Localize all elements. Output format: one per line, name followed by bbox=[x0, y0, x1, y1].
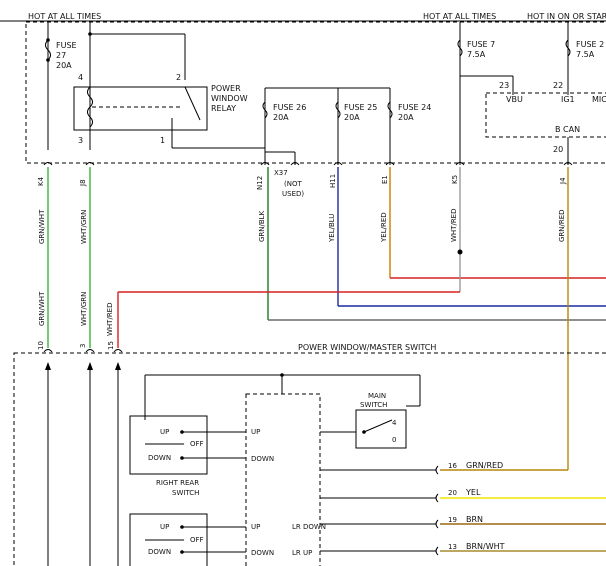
svg-text:20: 20 bbox=[553, 145, 563, 154]
svg-text:LR DOWN: LR DOWN bbox=[292, 523, 326, 531]
out-wire-19: BRN bbox=[466, 515, 483, 524]
power-window-relay: 4 2 3 1 POWER WINDOW RELAY bbox=[73, 73, 265, 149]
svg-text:FUSE 26: FUSE 26 bbox=[273, 103, 306, 112]
svg-text:15: 15 bbox=[107, 341, 115, 350]
label-grn-red: GRN/RED bbox=[558, 209, 566, 242]
conn-h11: H11 bbox=[329, 174, 337, 188]
label-grn-blk: GRN/BLK bbox=[258, 210, 266, 242]
svg-text:UP: UP bbox=[251, 428, 260, 436]
svg-text:4: 4 bbox=[392, 419, 397, 427]
svg-text:2: 2 bbox=[176, 73, 181, 82]
svg-text:4: 4 bbox=[78, 73, 83, 82]
fuse-25: FUSE 25 20A bbox=[335, 101, 377, 122]
out-pin-20: 20 bbox=[448, 489, 457, 497]
svg-text:FUSE 2: FUSE 2 bbox=[576, 40, 604, 49]
out-wire-13: BRN/WHT bbox=[466, 542, 505, 551]
svg-text:DOWN: DOWN bbox=[148, 454, 171, 462]
svg-text:FUSE 24: FUSE 24 bbox=[398, 103, 431, 112]
out-wire-20: YEL bbox=[465, 488, 481, 497]
svg-text:DOWN: DOWN bbox=[251, 455, 274, 463]
conn-j4: J4 bbox=[559, 177, 567, 185]
svg-text:MAIN: MAIN bbox=[368, 392, 386, 400]
svg-text:FUSE 7: FUSE 7 bbox=[467, 40, 495, 49]
svg-text:20A: 20A bbox=[398, 113, 414, 122]
svg-text:SWITCH: SWITCH bbox=[172, 489, 199, 497]
svg-text:MIC: MIC bbox=[592, 95, 606, 104]
svg-text:RIGHT REAR: RIGHT REAR bbox=[156, 479, 199, 487]
svg-text:UP: UP bbox=[251, 523, 260, 531]
svg-text:22: 22 bbox=[553, 81, 563, 90]
label-wht-grn: WHT/GRN bbox=[80, 210, 88, 244]
svg-text:3: 3 bbox=[79, 344, 87, 348]
header-hot-left: HOT AT ALL TIMES bbox=[28, 12, 101, 21]
svg-text:7.5A: 7.5A bbox=[467, 50, 486, 59]
svg-text:0: 0 bbox=[392, 436, 396, 444]
module-mic: 23 22 VBU IG1 MIC B CAN 20 bbox=[485, 81, 606, 154]
conn-k4: K4 bbox=[37, 176, 45, 186]
svg-text:UP: UP bbox=[160, 523, 169, 531]
header-hot-right: HOT IN ON OR STAR bbox=[527, 12, 606, 21]
svg-text:20A: 20A bbox=[344, 113, 360, 122]
svg-text:SWITCH: SWITCH bbox=[360, 401, 387, 409]
label-grn-wht-low: GRN/WHT bbox=[38, 291, 46, 326]
conn-e1: E1 bbox=[381, 175, 389, 184]
svg-text:20A: 20A bbox=[273, 113, 289, 122]
fuse-box-outline bbox=[25, 21, 606, 164]
out-pin-19: 19 bbox=[448, 516, 457, 524]
label-yel-red: YEL/RED bbox=[380, 212, 388, 243]
svg-text:LR UP: LR UP bbox=[292, 549, 312, 557]
fuse-27: FUSE 27 20A bbox=[45, 38, 77, 70]
svg-text:OFF: OFF bbox=[190, 536, 204, 544]
svg-text:DOWN: DOWN bbox=[251, 549, 274, 557]
svg-text:POWER WINDOW/MASTER SWITCH: POWER WINDOW/MASTER SWITCH bbox=[298, 343, 436, 352]
fuse-2: FUSE 2 7.5A bbox=[565, 39, 604, 59]
out-pin-16: 16 bbox=[448, 462, 457, 470]
out-pin-13: 13 bbox=[448, 543, 457, 551]
svg-text:POWER: POWER bbox=[211, 84, 241, 93]
svg-text:UP: UP bbox=[160, 428, 169, 436]
conn-x37: X37 bbox=[274, 169, 288, 177]
svg-text:WINDOW: WINDOW bbox=[211, 94, 248, 103]
not-used-2: USED) bbox=[282, 190, 304, 198]
fuse-24: FUSE 24 20A bbox=[387, 101, 431, 122]
svg-text:3: 3 bbox=[78, 136, 83, 145]
label-wht-red: WHT/RED bbox=[450, 209, 458, 243]
svg-text:FUSE: FUSE bbox=[56, 41, 77, 50]
svg-text:20A: 20A bbox=[56, 61, 72, 70]
svg-text:DOWN: DOWN bbox=[148, 548, 171, 556]
out-wire-16: GRN/RED bbox=[466, 461, 503, 470]
not-used-1: (NOT bbox=[284, 180, 302, 188]
svg-text:RELAY: RELAY bbox=[211, 104, 236, 113]
label-wht-red-low: WHT/RED bbox=[106, 303, 114, 337]
svg-text:OFF: OFF bbox=[190, 440, 204, 448]
svg-text:IG1: IG1 bbox=[561, 95, 575, 104]
conn-k5: K5 bbox=[451, 175, 459, 184]
svg-text:B CAN: B CAN bbox=[555, 125, 580, 134]
label-grn-wht: GRN/WHT bbox=[38, 209, 46, 244]
fuse-7: FUSE 7 7.5A bbox=[457, 39, 495, 59]
svg-text:27: 27 bbox=[56, 51, 66, 60]
label-yel-blu: YEL/BLU bbox=[328, 214, 336, 243]
fuse-26: FUSE 26 20A bbox=[262, 101, 306, 122]
svg-text:23: 23 bbox=[499, 81, 509, 90]
top-connectors bbox=[43, 162, 573, 166]
header-hot-mid: HOT AT ALL TIMES bbox=[423, 12, 496, 21]
svg-text:7.5A: 7.5A bbox=[576, 50, 595, 59]
label-wht-grn-low: WHT/GRN bbox=[80, 292, 88, 326]
conn-j8: J8 bbox=[79, 179, 87, 187]
svg-text:10: 10 bbox=[37, 341, 45, 350]
master-switch: POWER WINDOW/MASTER SWITCH 10 3 15 MAIN … bbox=[13, 341, 606, 566]
svg-text:FUSE 25: FUSE 25 bbox=[344, 103, 377, 112]
conn-n12: N12 bbox=[256, 176, 264, 190]
svg-text:VBU: VBU bbox=[506, 95, 523, 104]
svg-text:1: 1 bbox=[160, 136, 165, 145]
